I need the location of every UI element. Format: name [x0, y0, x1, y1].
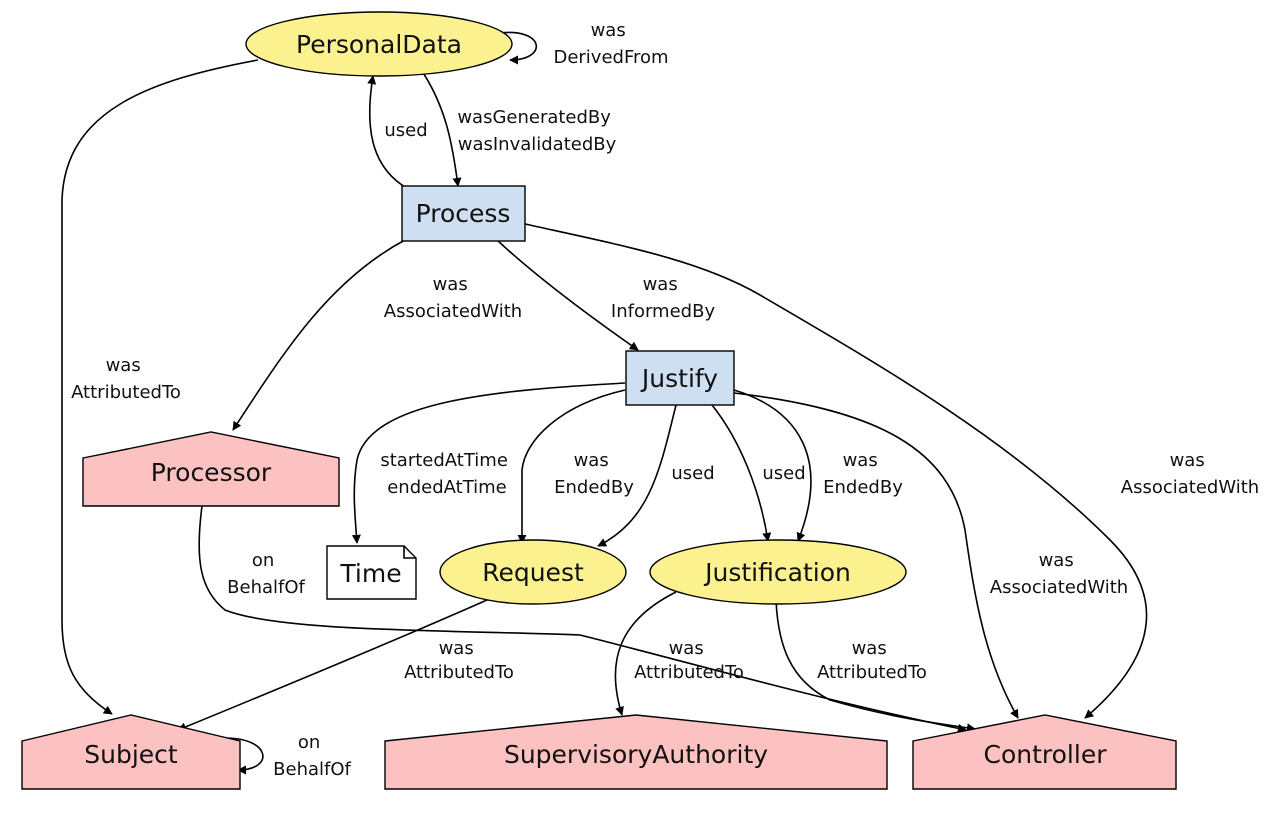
node-label: Justify [640, 364, 718, 393]
edge-process-associatedwith-processor [232, 239, 406, 431]
edge-label-onbehalfof: on BehalfOf [273, 732, 351, 780]
edge-label-associatedwith: was AssociatedWith [990, 550, 1128, 598]
edge-justify-used-request [597, 404, 677, 547]
node-label: Time [339, 559, 401, 588]
edge-label-derivedfrom: was DerivedFrom [553, 20, 668, 68]
edge-justify-associatedwith-controller [733, 392, 1019, 719]
node-justify [625, 350, 735, 406]
node-label: Process [416, 199, 511, 228]
edge-label-used: used [384, 120, 427, 141]
edge-label-onbehalfof: on BehalfOf [227, 550, 305, 598]
node-supervisoryauthority [384, 714, 888, 790]
edge-justify-used-justification [711, 404, 772, 542]
node-personaldata [245, 11, 513, 77]
edge-personaldata-generatedby-process [419, 67, 462, 187]
node-time-fold [403, 546, 416, 559]
node-processor [82, 431, 340, 507]
node-process [401, 185, 526, 242]
node-label: SupervisoryAuthority [504, 740, 768, 769]
edge-process-used-personaldata [367, 75, 406, 188]
edges [61, 31, 1148, 775]
edge-processor-onbehalfof-controller [198, 505, 967, 733]
edge-request-endedby-justify [517, 389, 626, 544]
node-label: PersonalData [296, 30, 462, 59]
edge-label-attributedto: was AttributedTo [404, 638, 514, 683]
edge-personaldata-attributedto-subject [61, 59, 259, 715]
edge-label-generatedby: wasGeneratedBy wasInvalidatedBy [457, 107, 616, 155]
edge-label-attributedto: was AttributedTo [71, 355, 181, 403]
edge-process-associatedwith-controller [524, 223, 1148, 719]
edge-label-used: used [762, 463, 805, 484]
node-label: Request [482, 558, 584, 587]
edge-label-time: startedAtTime endedAtTime [380, 450, 513, 498]
edge-label-informedby: was InformedBy [611, 274, 716, 322]
nodes: PersonalData Process Justify Processor T… [21, 11, 1177, 790]
node-label: Processor [151, 458, 272, 487]
edge-justify-informedby-process [496, 239, 639, 351]
node-label: Subject [84, 740, 178, 769]
node-justification [649, 539, 907, 605]
edge-label-endedby: was EndedBy [823, 450, 903, 498]
edge-request-attributedto-subject [177, 591, 506, 732]
node-controller [912, 714, 1177, 790]
node-request [439, 539, 627, 605]
node-label: Controller [984, 740, 1108, 769]
edge-justify-time [351, 382, 626, 544]
edge-label-attributedto: was AttributedTo [817, 638, 927, 683]
edge-personaldata-derivedfrom [499, 31, 538, 65]
edge-label-used: used [671, 463, 714, 484]
edge-labels: was DerivedFrom used wasGeneratedBy wasI… [71, 20, 1259, 780]
edge-label-associatedwith: was AssociatedWith [1121, 450, 1259, 498]
edge-justification-attributedto-controller [775, 599, 976, 733]
node-time [326, 545, 417, 600]
edge-subject-onbehalfof [224, 737, 264, 775]
node-label: Justification [703, 558, 851, 587]
edge-label-associatedwith: was AssociatedWith [384, 274, 522, 322]
node-subject [21, 714, 241, 790]
edge-label-endedby: was EndedBy [554, 450, 634, 498]
edge-justification-attributedto-supervisoryauthority [614, 591, 677, 716]
edge-justification-endedby-justify [733, 389, 812, 542]
edge-label-attributedto: was AttributedTo [634, 638, 744, 683]
